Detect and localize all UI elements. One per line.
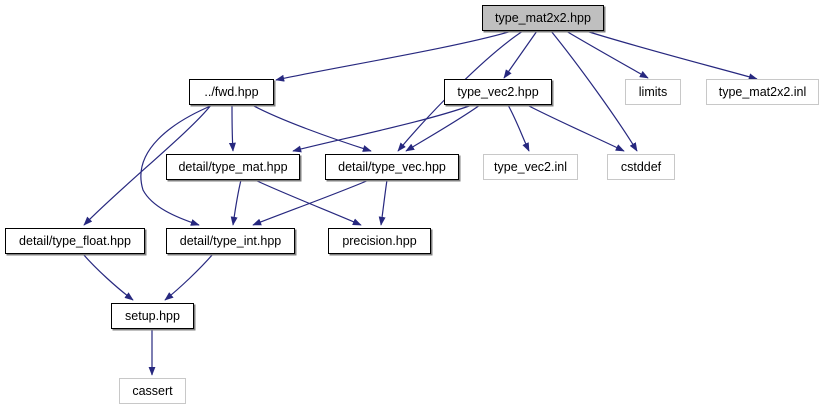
edge-type_vec2_hpp-to-type_mat_hpp (292, 104, 473, 153)
node-limits[interactable]: limits (625, 79, 681, 105)
node-label-type_mat2x2_hpp: type_mat2x2.hpp (495, 10, 591, 25)
node-label-type_vec2_hpp: type_vec2.hpp (457, 84, 539, 99)
node-type_mat2x2_hpp[interactable]: type_mat2x2.hpp (482, 5, 604, 31)
node-label-type_mat_hpp: detail/type_mat.hpp (178, 159, 288, 174)
node-fwd_hpp[interactable]: ../fwd.hpp (189, 79, 274, 105)
node-type_mat2x2_inl[interactable]: type_mat2x2.inl (706, 79, 819, 105)
edge-type_int_hpp-to-setup_hpp (164, 253, 214, 301)
edge-type_vec2_hpp-to-type_vec_hpp (405, 104, 481, 152)
node-type_vec2_hpp[interactable]: type_vec2.hpp (444, 79, 552, 105)
node-label-precision_hpp: precision.hpp (342, 233, 417, 248)
edge-type_mat2x2_hpp-to-type_mat2x2_inl (585, 30, 758, 81)
node-type_int_hpp[interactable]: detail/type_int.hpp (166, 228, 295, 254)
node-label-type_int_hpp: detail/type_int.hpp (179, 233, 282, 248)
node-precision_hpp[interactable]: precision.hpp (328, 228, 431, 254)
node-cassert[interactable]: cassert (119, 378, 186, 404)
node-label-cassert: cassert (132, 383, 173, 398)
node-type_vec_hpp[interactable]: detail/type_vec.hpp (325, 154, 459, 180)
edge-type_mat_hpp-to-type_int_hpp (230, 179, 242, 226)
node-cstddef[interactable]: cstddef (607, 154, 675, 180)
edge-type_mat2x2_hpp-to-fwd_hpp (275, 30, 513, 82)
node-label-cstddef: cstddef (620, 159, 662, 174)
node-label-type_mat2x2_inl: type_mat2x2.inl (718, 84, 807, 99)
edge-type_mat2x2_hpp-to-type_vec2_hpp (503, 30, 538, 79)
node-type_float_hpp[interactable]: detail/type_float.hpp (5, 228, 145, 254)
edge-fwd_hpp-to-type_mat_hpp (228, 104, 236, 152)
node-label-type_vec2_inl: type_vec2.inl (494, 159, 567, 174)
edge-type_vec2_hpp-to-cstddef (526, 104, 625, 152)
edge-type_float_hpp-to-setup_hpp (82, 253, 134, 301)
edge-type_mat_hpp-to-precision_hpp (254, 179, 362, 226)
edge-type_vec2_hpp-to-type_vec2_inl (507, 104, 530, 152)
edge-fwd_hpp-to-type_vec_hpp (251, 104, 372, 152)
node-label-fwd_hpp: ../fwd.hpp (204, 84, 259, 99)
node-label-type_vec_hpp: detail/type_vec.hpp (338, 159, 446, 174)
node-label-setup_hpp: setup.hpp (125, 308, 180, 323)
edge-type_vec_hpp-to-precision_hpp (378, 179, 388, 226)
node-type_vec2_inl[interactable]: type_vec2.inl (483, 154, 578, 180)
node-setup_hpp[interactable]: setup.hpp (111, 303, 194, 329)
node-label-limits: limits (638, 84, 668, 99)
edge-type_vec_hpp-to-type_int_hpp (252, 179, 370, 226)
node-type_mat_hpp[interactable]: detail/type_mat.hpp (166, 154, 300, 180)
edge-type_mat2x2_hpp-to-limits (565, 30, 649, 79)
node-label-type_float_hpp: detail/type_float.hpp (19, 233, 131, 248)
